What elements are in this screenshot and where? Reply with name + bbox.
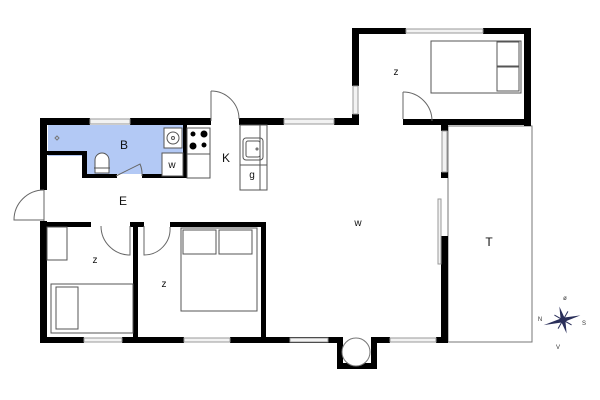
- doors: [13, 90, 433, 256]
- room-label-terrace: T: [485, 235, 493, 249]
- room-label-bedroom-top-right: z: [393, 67, 399, 78]
- compass-label-north: N: [537, 317, 543, 323]
- room-label-washer: w: [168, 160, 176, 171]
- stove-burners: [189, 130, 208, 150]
- room-label-entrance: E: [118, 194, 128, 208]
- compass-rose-icon: [543, 306, 581, 334]
- round-table: [341, 337, 371, 367]
- room-label-bedroom-bottom-middle: z: [161, 279, 167, 290]
- terrace-outline: [447, 125, 533, 343]
- room-label-kitchen: K: [221, 151, 231, 165]
- compass-label-east: ø: [563, 296, 567, 302]
- windows: [83, 28, 484, 343]
- compass-label-west: V: [555, 345, 561, 351]
- room-label-bathroom: B: [119, 138, 129, 152]
- beds: [50, 40, 522, 334]
- fixtures: [54, 127, 211, 179]
- room-label-living-room: w: [354, 218, 362, 229]
- bathroom-area: [48, 125, 183, 177]
- wardrobe: [46, 226, 68, 261]
- room-label-fridge: g: [249, 170, 255, 181]
- room-label-bedroom-bottom-left: z: [92, 255, 98, 266]
- compass-label-south: S: [581, 321, 587, 327]
- kitchen-counter: [239, 124, 268, 191]
